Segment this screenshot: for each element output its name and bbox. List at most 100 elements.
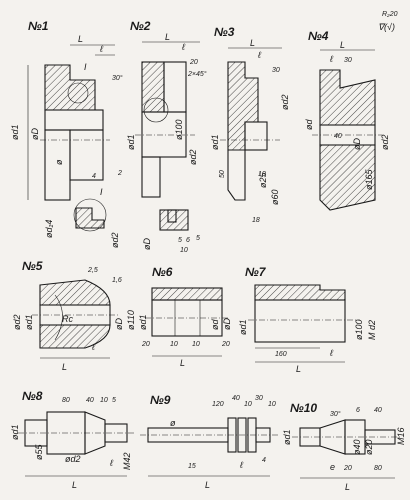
part-5-dim-D: øD [114, 318, 124, 330]
part-7-drawing: №7 ød1 ø100 M d2 160 ℓ L [238, 265, 377, 374]
part-9-dim-40: 40 [232, 395, 240, 402]
part-2-dim-l: ℓ [181, 42, 185, 52]
part-4-dim-d2: ød2 [380, 134, 390, 150]
part-4-title: №4 [308, 29, 329, 43]
part-9-dim-4: 4 [262, 457, 266, 464]
part-10-dim-6: 6 [356, 407, 360, 414]
part-5-section-bottom [39, 324, 111, 349]
part-7-dim-d100: ø100 [354, 319, 364, 340]
part-4-section-bottom [319, 144, 376, 211]
part-5-dim-d1: ød1 [24, 314, 34, 330]
part-4-dim-30: 30 [344, 57, 352, 64]
part-7-body [254, 299, 346, 343]
part-1-dim-d1: ød1 [10, 124, 20, 140]
part-8-dim-d55: ø55 [34, 443, 44, 460]
part-3-taper [227, 149, 246, 201]
part-1-detail-label: I [100, 187, 103, 197]
part-1-angle: 30° [112, 74, 123, 82]
part-6-dim-20: 20 [141, 341, 150, 348]
part-2-dim-d100: ø100 [174, 119, 184, 140]
part-10-drawing: №10 ød1 30° 6 40 M16 ø40 ø20 e 20 80 L [282, 401, 406, 492]
part-10-dim-e: e [330, 462, 335, 472]
part-1-dim-d2: ød2 [110, 232, 120, 248]
part-7-title: №7 [245, 265, 267, 279]
part-4-dim-d165: ø165 [364, 168, 374, 190]
part-4-dim-40: 40 [334, 133, 342, 140]
part-5-section-top [39, 279, 111, 306]
part-8-dim-10: 10 [100, 397, 108, 404]
part-9-drawing: №9 120 40 10 30 10 ø 15 ℓ 4 L [140, 393, 278, 490]
part-10-dim-d1: ød1 [282, 429, 292, 445]
part-8-dim-d1: ød1 [10, 424, 20, 440]
part-6-drawing: №6 ød1 ød øD 20 10 10 20 L [138, 265, 232, 368]
part-2-groove-circle [143, 97, 169, 123]
part-3-dim-30: 30 [272, 67, 280, 74]
part-2-dim-d1: ød1 [126, 134, 136, 150]
part-8-thread [104, 423, 128, 443]
part-6-section-top [151, 287, 223, 301]
part-10-angle: 30° [330, 410, 341, 418]
roughness-top: R₂20 [382, 11, 398, 18]
part-3-dim-d1: ød1 [210, 134, 220, 150]
part-8-dim-L: L [72, 480, 77, 490]
part-1-label-I: I [84, 62, 87, 72]
part-2-dim-10: 10 [180, 247, 188, 254]
part-5-dim-dd2: ød2 [12, 314, 22, 330]
part-8-dim-5: 5 [112, 397, 116, 404]
part-4-dim-D: øD [352, 138, 362, 150]
part-6-title: №6 [152, 265, 173, 279]
part-9-dim-l: ℓ [239, 460, 243, 470]
part-1-detail-section [75, 207, 105, 229]
part-10-dim-40: 40 [374, 407, 382, 414]
part-1-dim-4: 4 [92, 173, 96, 180]
part-5-drawing: №5 2,5 1,6 ød2 ød1 øD ø110 Rc L ℓ [12, 259, 136, 372]
roughness-note: R₂20 ∇(√) [378, 11, 398, 32]
part-6-dim-10: 10 [170, 341, 178, 348]
part-7-dim-L: L [296, 364, 301, 374]
part-2-dim-5b: 5 [196, 235, 200, 242]
part-7-dim-d1: ød1 [238, 319, 248, 335]
part-3-dim-l: ℓ [257, 50, 261, 60]
part-6-dim-20b: 20 [221, 341, 230, 348]
part-9-dim-L: L [205, 480, 210, 490]
part-8-taper [84, 411, 106, 455]
part-4-dim-l: ℓ [329, 54, 333, 64]
part-3-dim-d2: ød2 [280, 94, 290, 110]
part-9-dim-10b: 10 [268, 401, 276, 408]
part-4-section-top [319, 69, 376, 126]
part-5-dim-25: 2,5 [87, 267, 98, 274]
part-8-dim-l: ℓ [109, 458, 113, 468]
part-8-title: №8 [22, 389, 43, 403]
part-1-body [44, 129, 71, 201]
part-1-title: №1 [28, 19, 49, 33]
part-2-drawing: №2 L ℓ 20 2×45° ød1 ø100 ød2 øD 5 6 10 5 [126, 19, 207, 254]
part-1-detail-view [73, 198, 107, 232]
part-5-dim-d110: ø110 [126, 310, 136, 330]
part-8-dim-80: 80 [62, 397, 70, 404]
part-2-dim-6: 6 [186, 237, 190, 244]
part-10-title: №10 [290, 401, 317, 415]
part-7-dim-M: M d2 [367, 320, 377, 340]
part-2-body [141, 111, 187, 158]
part-3-dim-d25: ø25 [258, 171, 268, 188]
part-3-dim-L-text: L [250, 38, 255, 48]
part-2-dim-5: 5 [178, 237, 182, 244]
part-8-dim-M: M42 [122, 452, 132, 470]
part-3-dim-10: 10 [258, 171, 266, 178]
part-5-radius: Rc [62, 314, 73, 324]
part-5-dim-l: ℓ [91, 342, 95, 352]
part-7-dim-l: ℓ [329, 348, 333, 358]
part-7-section-top [254, 284, 346, 301]
part-9-dim-30: 30 [255, 395, 263, 402]
roughness-bottom: ∇(√) [378, 22, 395, 32]
part-2-dim-L-text: L [165, 32, 170, 42]
part-4-dim-L-text: L [340, 40, 345, 50]
part-10-dim-d20: ø20 [364, 439, 374, 455]
part-1-dim-d: ø [54, 159, 64, 165]
part-6-dim-D: øD [222, 318, 232, 330]
part-5-dim-16: 1,6 [112, 277, 122, 284]
part-1-dim-L-text: L [78, 34, 83, 44]
part-1-dim-2: 2 [117, 170, 122, 177]
part-10-dim-d40: ø40 [352, 439, 362, 455]
